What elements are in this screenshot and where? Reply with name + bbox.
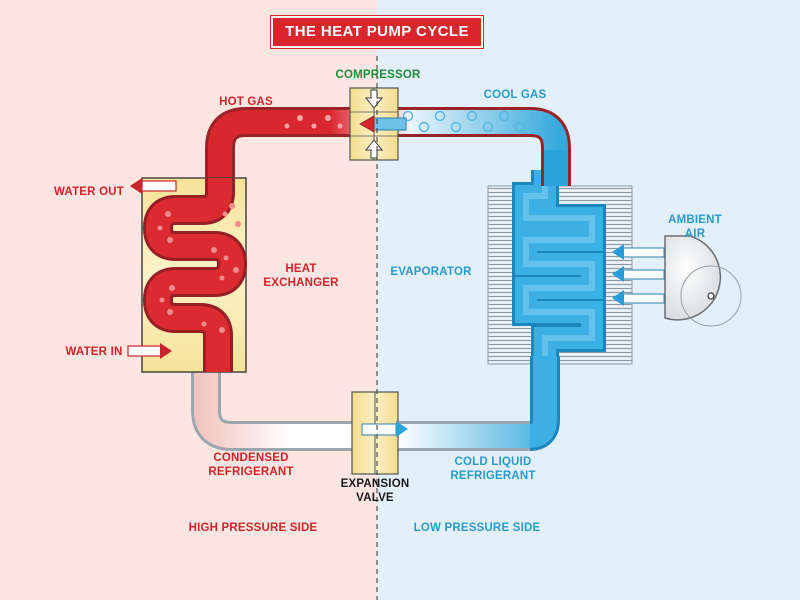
compressor-label: COMPRESSOR [335, 69, 421, 81]
compressor-icon [349, 87, 407, 161]
evaporator-label: EVAPORATOR [390, 266, 472, 278]
air-flow-arrows [612, 244, 665, 306]
ambient-air-label: AMBIENT AIR [668, 214, 722, 240]
diagram-title: THE HEAT PUMP CYCLE [271, 16, 483, 48]
evaporator-coil [512, 170, 606, 360]
water-in-arrow [127, 343, 172, 359]
bottom-pipe [194, 340, 530, 448]
fan-icon [664, 235, 742, 327]
low-pressure-side-label: LOW PRESSURE SIDE [413, 522, 541, 534]
condensed-refrigerant-label: CONDENSED REFRIGERANT [208, 452, 294, 478]
water-in-label: WATER IN [65, 346, 123, 358]
water-out-arrow [130, 178, 177, 194]
condenser-coil [142, 178, 248, 372]
cold-liquid-refrigerant-label: COLD LIQUID REFRIGERANT [450, 456, 536, 482]
high-pressure-side-label: HIGH PRESSURE SIDE [188, 522, 318, 534]
condensing-bubbles [157, 203, 241, 333]
cool-gas-label: COOL GAS [483, 89, 547, 101]
heat-exchanger-label: HEAT EXCHANGER [263, 263, 339, 289]
hot-gas-label: HOT GAS [219, 96, 273, 108]
expansion-valve-label: EXPANSION VALVE [340, 478, 410, 504]
expansion-valve-icon [351, 391, 408, 475]
water-out-label: WATER OUT [54, 186, 124, 198]
